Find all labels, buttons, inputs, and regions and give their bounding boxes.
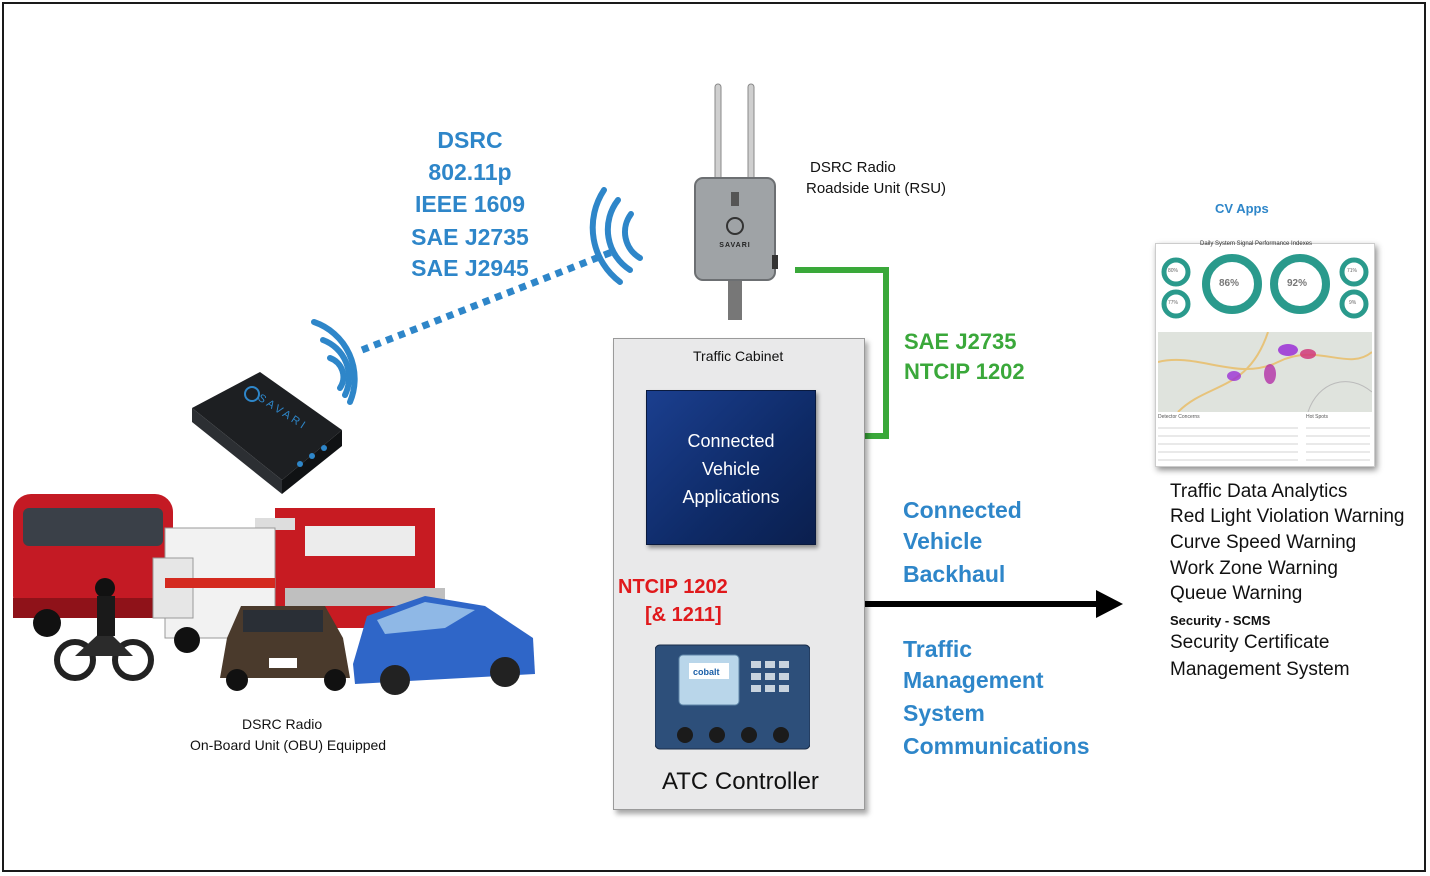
green-link-label-line1: SAE J2735 — [904, 329, 1017, 354]
bus-icon — [13, 494, 173, 637]
cv-apps-title: CV Apps — [1215, 201, 1269, 216]
protocol-80211p: 802.11p — [428, 159, 512, 185]
dashboard-table-right-title: Hot Spots — [1306, 414, 1328, 420]
cv-applications-box: Connected Vehicle Applications — [646, 390, 816, 545]
cva-line3: Applications — [682, 487, 780, 507]
backhaul-arrowhead — [1096, 590, 1123, 618]
dashboard-screenshot: Daily System Signal Performance Indexes … — [1155, 241, 1375, 467]
obu-label-line2: On-Board Unit (OBU) Equipped — [190, 737, 387, 753]
red-link-label-line1: NTCIP 1202 — [618, 576, 728, 598]
heat-map — [1158, 332, 1372, 412]
backhaul-label-line1: Connected — [903, 497, 1022, 523]
gauge-77: 77% — [1168, 300, 1179, 306]
security-title: Security - SCMS — [1170, 613, 1271, 628]
rsu-device — [694, 83, 778, 320]
gauge-71: 71% — [1347, 268, 1358, 274]
protocol-saej2735: SAE J2735 — [411, 224, 529, 250]
dashboard-table-left-title: Detector Concerns — [1158, 414, 1200, 420]
atc-controller-device — [655, 644, 810, 750]
obu-wave-icon — [311, 319, 358, 405]
dashboard-tables — [1158, 427, 1370, 461]
protocol-ieee1609: IEEE 1609 — [415, 191, 525, 217]
protocol-saej2945: SAE J2945 — [411, 255, 529, 281]
protocol-dsrc: DSRC — [437, 127, 503, 153]
gauge-9: 9% — [1349, 300, 1357, 306]
vehicles-illustration — [13, 494, 535, 695]
security-line1: Security Certificate — [1170, 632, 1330, 653]
controller-brand: cobalt — [693, 667, 720, 677]
controller-label: ATC Controller — [662, 768, 819, 795]
dashboard-title: Daily System Signal Performance Indexes — [1200, 241, 1313, 247]
car-icon — [353, 596, 535, 695]
tms-label-line3: System — [903, 700, 985, 726]
security-line2: Management System — [1170, 659, 1350, 680]
gauge-80: 80% — [1168, 268, 1179, 274]
cabinet-label: Traffic Cabinet — [693, 348, 784, 364]
gauge-92: 92% — [1287, 278, 1308, 289]
green-link-label-line2: NTCIP 1202 — [904, 359, 1025, 384]
rsu-brand: SAVARI — [719, 242, 751, 249]
obu-label-line1: DSRC Radio — [242, 716, 323, 732]
tms-label-line1: Traffic — [903, 636, 973, 662]
dashboard-gauges — [1161, 254, 1369, 319]
rsu-wave-icon — [589, 187, 643, 285]
rsu-label-line2: Roadside Unit (RSU) — [806, 180, 947, 197]
gauge-86: 86% — [1219, 278, 1240, 289]
tms-label-line2: Management — [903, 667, 1044, 693]
app-work-zone-warning: Work Zone Warning — [1170, 558, 1338, 579]
obu-device — [192, 372, 342, 494]
red-link-label-line2: [& 1211] — [645, 604, 722, 626]
rsu-label-line1: DSRC Radio — [810, 159, 896, 176]
backhaul-label-line3: Backhaul — [903, 561, 1006, 587]
cva-line1: Connected — [687, 431, 775, 451]
wireless-link-dotted — [360, 248, 614, 354]
app-queue-warning: Queue Warning — [1170, 583, 1303, 604]
app-traffic-data-analytics: Traffic Data Analytics — [1170, 481, 1348, 502]
cva-line2: Vehicle — [701, 459, 761, 479]
police-car-icon — [220, 606, 350, 691]
app-red-light-violation-warning: Red Light Violation Warning — [1170, 506, 1405, 527]
tms-label-line4: Communications — [903, 733, 1090, 759]
app-curve-speed-warning: Curve Speed Warning — [1170, 532, 1357, 553]
motorcycle-icon — [54, 578, 154, 681]
backhaul-label-line2: Vehicle — [903, 528, 983, 554]
